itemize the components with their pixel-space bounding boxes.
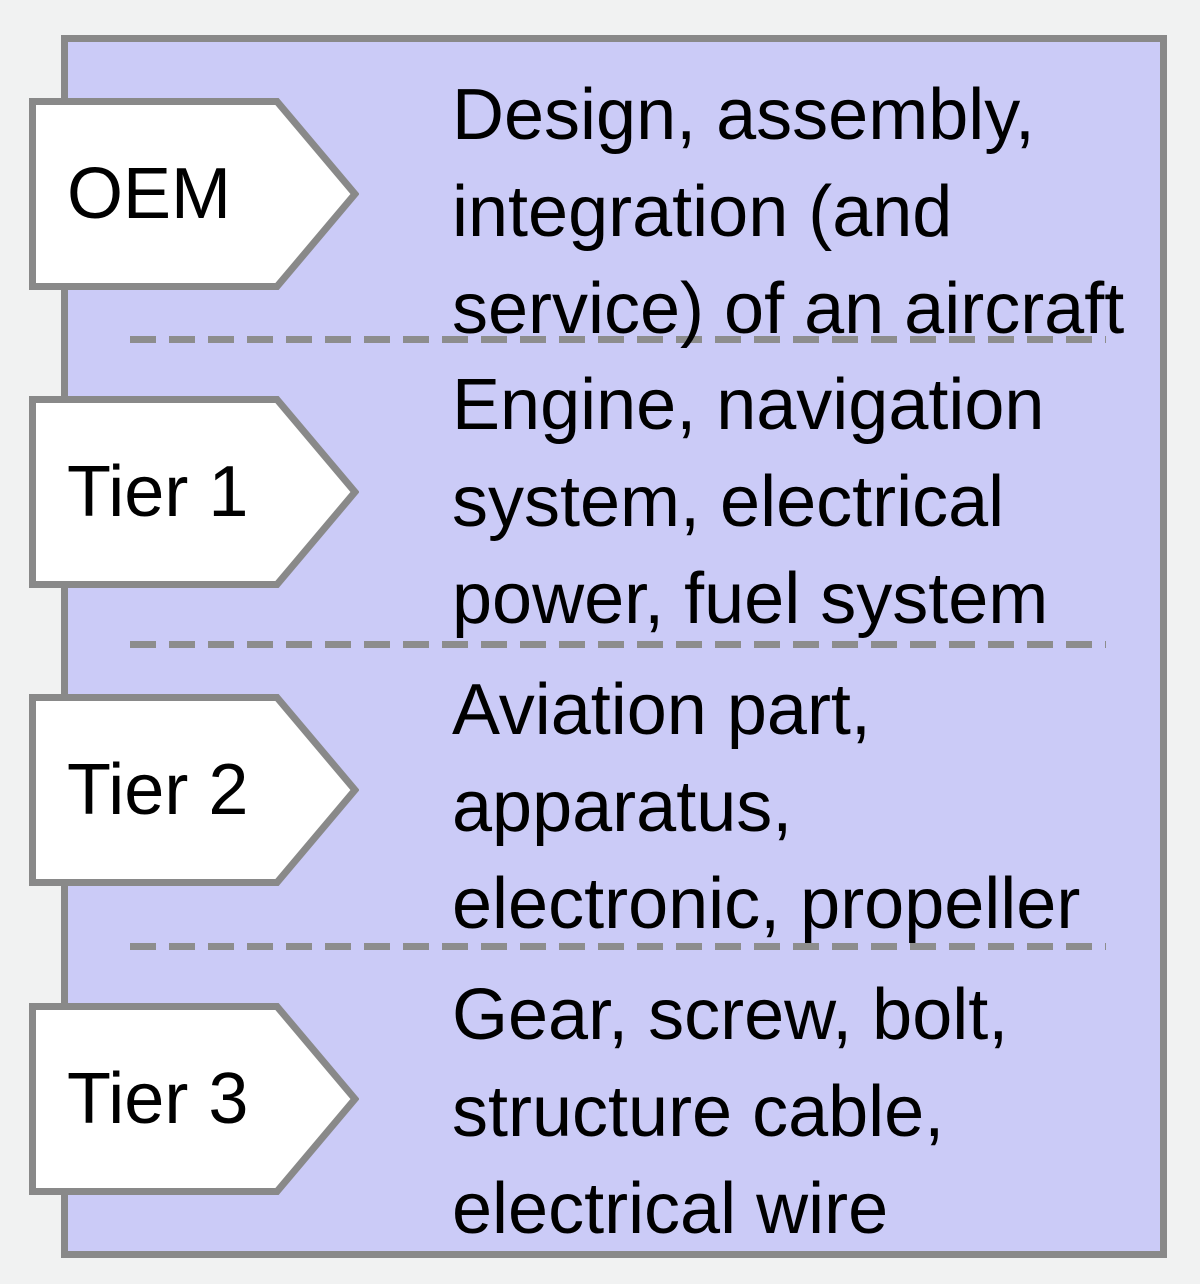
section-divider — [130, 641, 1106, 648]
tier-description-tier1: Engine, navigation system, electrical po… — [452, 357, 1142, 648]
tier-description-oem: Design, assembly, integration (and servi… — [452, 67, 1142, 358]
tier-description-tier2: Aviation part, apparatus, electronic, pr… — [452, 662, 1142, 953]
description-line: Engine, navigation — [452, 365, 1045, 445]
description-line: apparatus, — [452, 767, 793, 847]
description-line: power, fuel system — [452, 559, 1049, 639]
tier-label: Tier 1 — [67, 452, 249, 532]
description-line: integration (and — [452, 172, 953, 252]
arrow-pentagon-shape — [29, 694, 359, 886]
tier-description-tier3: Gear, screw, bolt, structure cable, elec… — [452, 967, 1142, 1258]
tier-arrow-tier2: Tier 2 — [29, 694, 359, 886]
tier-label: OEM — [67, 154, 232, 234]
description-line: system, electrical — [452, 462, 1005, 542]
description-line: structure cable, — [452, 1072, 945, 1152]
arrow-pentagon-shape — [29, 1003, 359, 1195]
description-line: electrical wire — [452, 1169, 889, 1249]
description-line: electronic, propeller — [452, 864, 1081, 944]
description-line: Gear, screw, bolt, — [452, 975, 1009, 1055]
section-divider — [130, 336, 1106, 343]
tier-label: Tier 2 — [67, 750, 249, 830]
arrow-pentagon-shape — [29, 98, 359, 290]
description-line: service) of an aircraft — [452, 269, 1125, 349]
tier-arrow-oem: OEM — [29, 98, 359, 290]
section-divider — [130, 943, 1106, 950]
description-line: Aviation part, — [452, 670, 871, 750]
tier-arrow-tier3: Tier 3 — [29, 1003, 359, 1195]
tier-arrow-tier1: Tier 1 — [29, 396, 359, 588]
tier-label: Tier 3 — [67, 1059, 249, 1139]
description-line: Design, assembly, — [452, 75, 1035, 155]
arrow-pentagon-shape — [29, 396, 359, 588]
